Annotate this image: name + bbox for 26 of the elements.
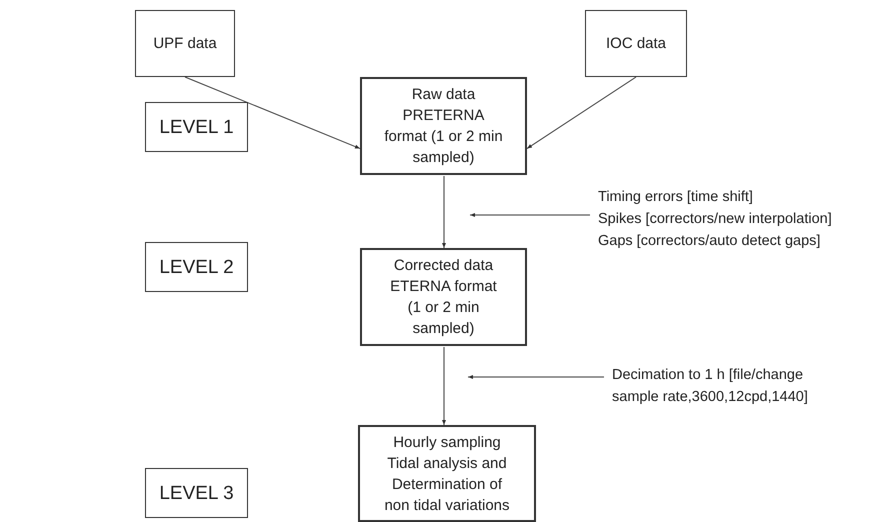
note-text: Decimation to 1 h [file/change sample rate,3600,12cpd,1440] — [612, 366, 809, 407]
arrow — [184, 76, 360, 150]
box-label: Raw data PRETERNA format (1 or 2 min sampled) — [383, 85, 504, 168]
process-box — [358, 425, 536, 522]
box-label: UPF data — [153, 34, 217, 54]
note-text: Timing errors [time shift] — [598, 188, 753, 207]
box-label: LEVEL 2 — [159, 256, 234, 278]
arrow — [442, 346, 446, 426]
source-box — [585, 10, 687, 77]
process-box — [360, 77, 527, 175]
process-box — [360, 248, 527, 346]
source-box — [135, 10, 235, 77]
arrow — [442, 176, 446, 248]
arrow — [468, 375, 604, 379]
note-text: Spikes [correctors/new interpolation] — [598, 210, 832, 229]
box-label: Hourly sampling Tidal analysis and Determination of non tidal variations — [383, 432, 511, 516]
level-box — [145, 468, 248, 518]
box-label: LEVEL 1 — [159, 116, 234, 138]
arrow — [526, 76, 636, 150]
level-box — [145, 242, 248, 292]
level-box — [145, 102, 248, 152]
arrow — [470, 213, 590, 217]
note-text: Gaps [correctors/auto detect gaps] — [598, 232, 820, 251]
box-label: IOC data — [606, 34, 666, 54]
box-label: LEVEL 3 — [159, 482, 234, 504]
box-label: Corrected data ETERNA format (1 or 2 min sampled) — [389, 256, 498, 339]
